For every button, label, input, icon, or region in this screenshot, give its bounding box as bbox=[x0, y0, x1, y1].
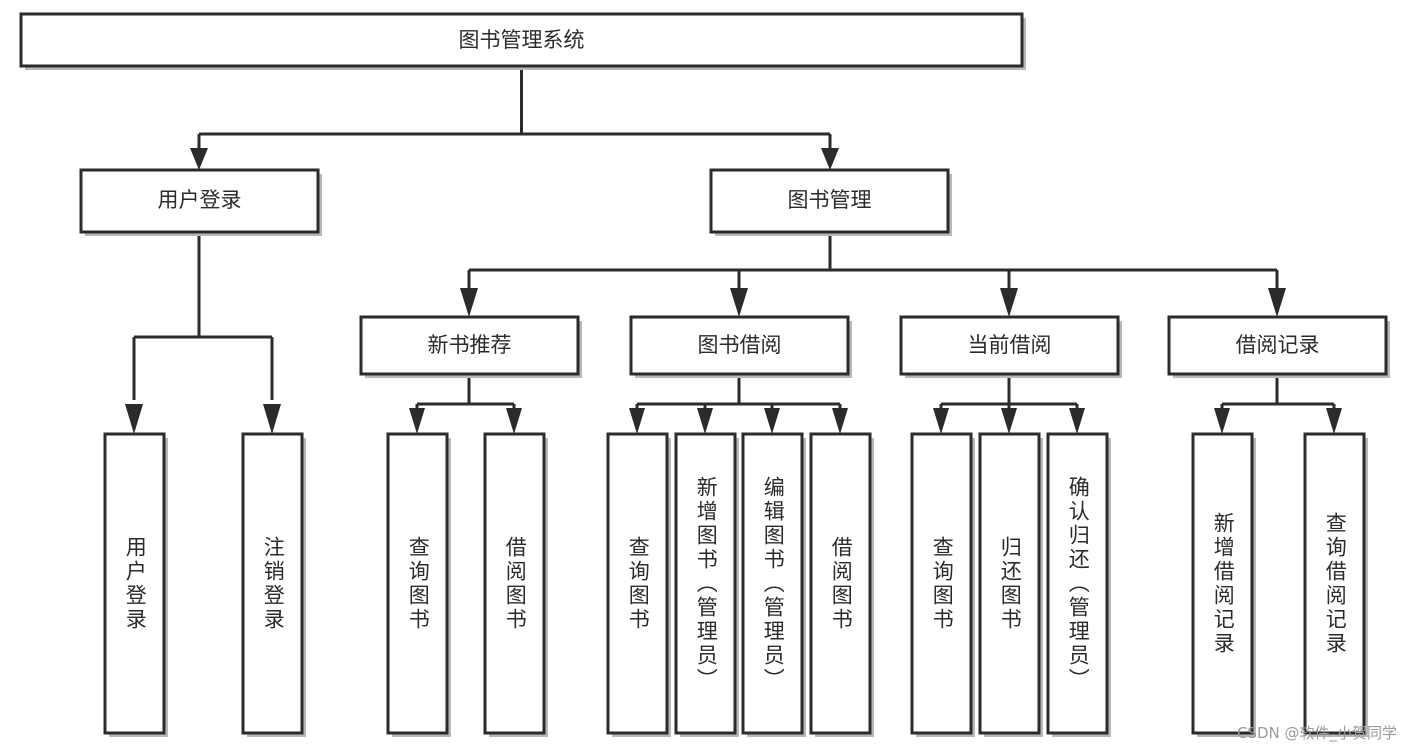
node-borrow-record-label: 借阅记录 bbox=[1236, 333, 1320, 357]
leaf-box-logout[interactable] bbox=[241, 432, 304, 735]
node-book-manage-label: 图书管理 bbox=[788, 188, 872, 212]
arrow-leaf-return-book bbox=[1001, 408, 1017, 434]
arrow-borrow-record bbox=[1268, 288, 1286, 317]
arrow-new-book-recommend bbox=[460, 288, 478, 317]
arrow-leaf-borrow-book-1 bbox=[506, 408, 522, 434]
leaf-box-add-book[interactable] bbox=[674, 432, 737, 735]
arrow-leaf-add-record bbox=[1214, 408, 1230, 434]
leaf-box-query-book-3[interactable] bbox=[910, 432, 973, 735]
arrow-user-login bbox=[190, 148, 208, 170]
node-current-borrow-label: 当前借阅 bbox=[968, 333, 1052, 357]
leaf-box-return-book[interactable] bbox=[978, 432, 1041, 735]
csdn-watermark: CSDN @软件_小贺同学 bbox=[1236, 724, 1397, 742]
arrow-leaf-query-book-2 bbox=[629, 408, 645, 434]
node-user-login-label: 用户登录 bbox=[158, 188, 242, 212]
leaf-box-borrow-book-2[interactable] bbox=[809, 432, 872, 735]
node-current-borrow[interactable]: 当前借阅 bbox=[899, 315, 1122, 378]
leaf-box-query-book-2[interactable] bbox=[606, 432, 669, 735]
arrow-current-borrow bbox=[1000, 288, 1018, 317]
node-title-label: 图书管理系统 bbox=[459, 28, 585, 52]
arrow-leaf-user-login bbox=[125, 404, 143, 434]
arrow-leaf-add-book bbox=[697, 408, 713, 434]
leaf-box-add-record[interactable] bbox=[1191, 432, 1254, 735]
arrow-leaf-logout bbox=[263, 404, 281, 434]
arrow-leaf-borrow-book-2 bbox=[832, 408, 848, 434]
arrow-book-borrow bbox=[730, 288, 748, 317]
edge-group bbox=[125, 66, 1342, 434]
leaf-box-user-login[interactable] bbox=[103, 432, 166, 735]
leaf-box-query-book-1[interactable] bbox=[386, 432, 449, 735]
arrow-leaf-query-book-1 bbox=[409, 408, 425, 434]
arrow-leaf-edit-book bbox=[764, 408, 780, 434]
node-borrow-record[interactable]: 借阅记录 bbox=[1167, 315, 1390, 378]
node-user-login[interactable]: 用户登录 bbox=[79, 168, 322, 236]
node-book-manage[interactable]: 图书管理 bbox=[709, 168, 952, 236]
arrow-leaf-query-record bbox=[1326, 408, 1342, 434]
node-new-book-recommend-label: 新书推荐 bbox=[428, 333, 512, 357]
arrow-leaf-query-book-3 bbox=[933, 408, 949, 434]
node-title[interactable]: 图书管理系统 bbox=[19, 12, 1026, 70]
node-new-book-recommend[interactable]: 新书推荐 bbox=[359, 315, 582, 378]
leaf-box-borrow-book-1[interactable] bbox=[483, 432, 546, 735]
node-book-borrow-label: 图书借阅 bbox=[698, 333, 782, 357]
node-book-borrow[interactable]: 图书借阅 bbox=[629, 315, 852, 378]
leaf-box-edit-book[interactable] bbox=[741, 432, 804, 735]
leaf-box-confirm-return[interactable] bbox=[1046, 432, 1109, 735]
leaf-rects bbox=[103, 432, 1368, 737]
arrow-book-manage bbox=[821, 148, 839, 170]
leaf-box-query-record[interactable] bbox=[1303, 432, 1366, 735]
arrow-leaf-confirm-return bbox=[1069, 408, 1085, 434]
